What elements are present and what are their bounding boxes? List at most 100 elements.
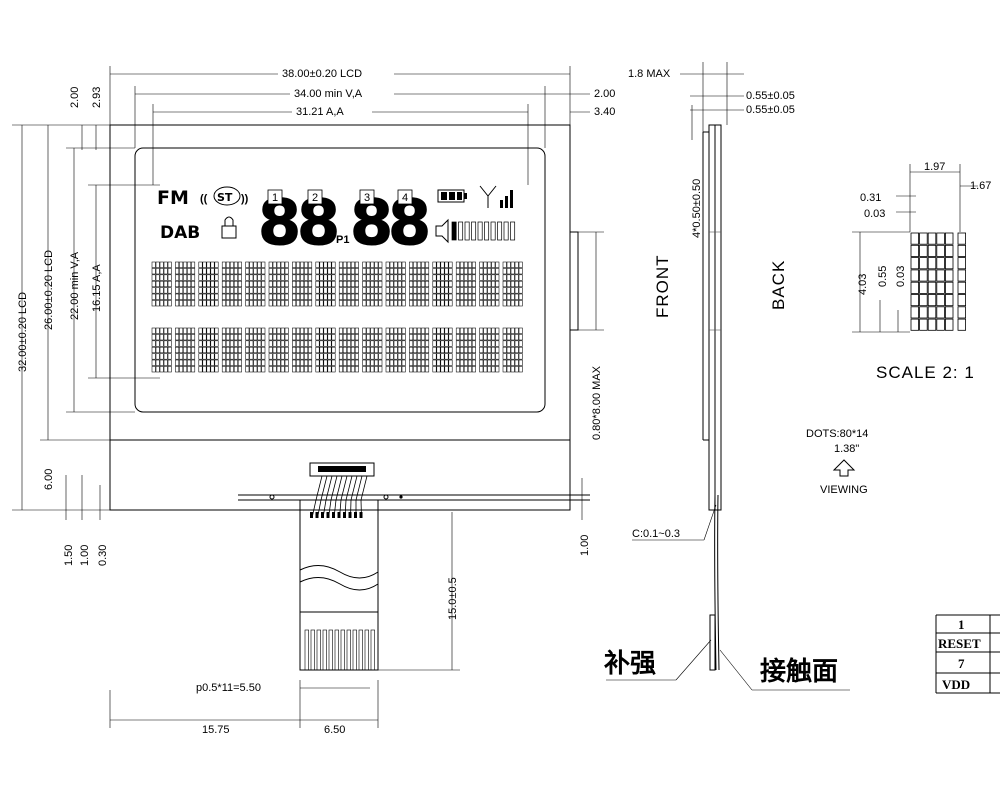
battery-icon <box>437 189 467 203</box>
fpc-pin <box>352 629 357 671</box>
stereo-icon: (( ST )) <box>200 186 249 206</box>
dim-dot-003: 0.03 <box>864 208 885 220</box>
digit-3-label: 3 <box>364 192 370 204</box>
fpc-pin <box>334 629 339 671</box>
digit-4: 8 4 <box>388 186 432 260</box>
fpc-pin <box>358 629 363 671</box>
char-cell <box>198 327 219 373</box>
dim-glass-2: 0.55±0.05 <box>746 104 795 116</box>
contact-label: 接触面 <box>760 657 838 687</box>
char-cell <box>385 327 406 373</box>
dot-matrix <box>151 261 523 373</box>
viewing-note: DOTS:80*14 1.38" VIEWING <box>806 428 868 496</box>
dim-left-200: 2.00 <box>69 87 81 108</box>
dim-right-200: 2.00 <box>594 88 615 100</box>
char-cell <box>338 261 359 307</box>
dim-lcd-width: 38.00±0.20 LCD <box>282 68 362 80</box>
volume-segment <box>451 221 457 241</box>
char-cell <box>479 261 500 307</box>
digit-2: 8 2 <box>297 186 341 260</box>
dim-chamfer: C:0.1~0.3 <box>632 528 680 540</box>
dim-offset: 15.75 <box>202 724 230 736</box>
fm-icon: FM <box>157 187 189 209</box>
dim-va-width: 34.00 min V,A <box>294 88 363 100</box>
char-cell <box>268 261 289 307</box>
dim-bottom-600: 6.00 <box>43 469 55 490</box>
dim-dot-height: 4.03 <box>857 274 869 295</box>
digit-1: 8 1 <box>258 186 302 260</box>
dim-aa-width: 31.21 A,A <box>296 106 344 118</box>
char-cell <box>385 261 406 307</box>
char-cell <box>455 327 476 373</box>
dim-dot-pitch: 1.67 <box>970 180 991 192</box>
lock-icon <box>221 216 237 239</box>
char-cell <box>432 261 453 307</box>
char-cell <box>151 261 172 307</box>
dim-fpc-width: 6.50 <box>324 724 345 736</box>
volume-segment <box>490 221 496 241</box>
volume-segment <box>497 221 503 241</box>
char-cell <box>175 261 196 307</box>
char-cell <box>292 261 313 307</box>
dot-detail: 1.97 1.67 0.31 0.03 4.03 0.55 0.03 SCALE… <box>852 161 991 382</box>
front-view: FM DAB (( ST )) 8 1 8 2 P1 <box>109 124 590 671</box>
dim-dot-003b: 0.03 <box>895 266 907 287</box>
lcd-outline <box>109 124 571 511</box>
dim-left-293: 2.93 <box>91 87 103 108</box>
digit-display: 8 1 8 2 P1 8 3 8 4 <box>258 186 432 260</box>
char-cell <box>409 327 430 373</box>
svg-text:((: (( <box>200 193 208 205</box>
viewing-arrow-icon <box>832 459 856 477</box>
char-cell <box>502 261 523 307</box>
char-cell <box>221 261 242 307</box>
char-cell <box>455 261 476 307</box>
dim-lcd-height: 32.00±0.20 LCD <box>17 292 29 372</box>
dim-dot-055: 0.55 <box>877 266 889 287</box>
signal-icon <box>479 185 513 208</box>
volume-segment <box>510 221 516 241</box>
dim-right-340: 3.40 <box>594 106 615 118</box>
dim-bottom-100: 1.00 <box>79 545 91 566</box>
char-cell <box>245 261 266 307</box>
svg-text:)): )) <box>241 193 249 205</box>
svg-text:8: 8 <box>258 186 301 259</box>
char-cell <box>175 327 196 373</box>
dim-side-max: 1.8 MAX <box>628 68 671 80</box>
char-cell <box>432 327 453 373</box>
volume-segment <box>503 221 509 241</box>
dab-icon: DAB <box>160 223 200 243</box>
char-cell <box>198 261 219 307</box>
char-cell <box>151 327 172 373</box>
dim-va-height: 22.00 min V,A <box>69 251 81 320</box>
fpc-pin <box>310 629 315 671</box>
dim-aa-height: 16.15 A,A <box>91 264 103 312</box>
dim-bottom-030: 0.30 <box>97 545 109 566</box>
size-label: 1.38" <box>834 443 859 455</box>
digit-3: 8 3 <box>350 186 394 260</box>
fpc-cable <box>238 462 590 671</box>
char-cell <box>315 327 336 373</box>
fpc-pin <box>304 629 309 671</box>
p1-label: P1 <box>336 234 349 246</box>
viewing-area <box>134 147 546 413</box>
dim-pitch: p0.5*11=5.50 <box>196 682 261 694</box>
pin-cell-1: 1 <box>958 617 965 632</box>
dim-right-100: 1.00 <box>579 535 591 556</box>
dim-fpc-length: 15.0±0.5 <box>447 577 459 620</box>
volume-segment <box>458 221 464 241</box>
pin-cell-7: 7 <box>958 656 965 671</box>
dim-dot-031: 0.31 <box>860 192 881 204</box>
char-cell <box>362 327 383 373</box>
fpc-pin <box>340 629 345 671</box>
dots-label: DOTS:80*14 <box>806 428 868 440</box>
stiffener-label: 补强 <box>604 649 656 679</box>
volume-segment <box>471 221 477 241</box>
char-cell <box>268 327 289 373</box>
char-cell <box>362 261 383 307</box>
pin-cell-vdd: VDD <box>942 677 970 692</box>
dim-dot-width: 1.97 <box>924 161 945 173</box>
fpc-pin <box>316 629 321 671</box>
volume-segment <box>484 221 490 241</box>
char-cell <box>502 327 523 373</box>
